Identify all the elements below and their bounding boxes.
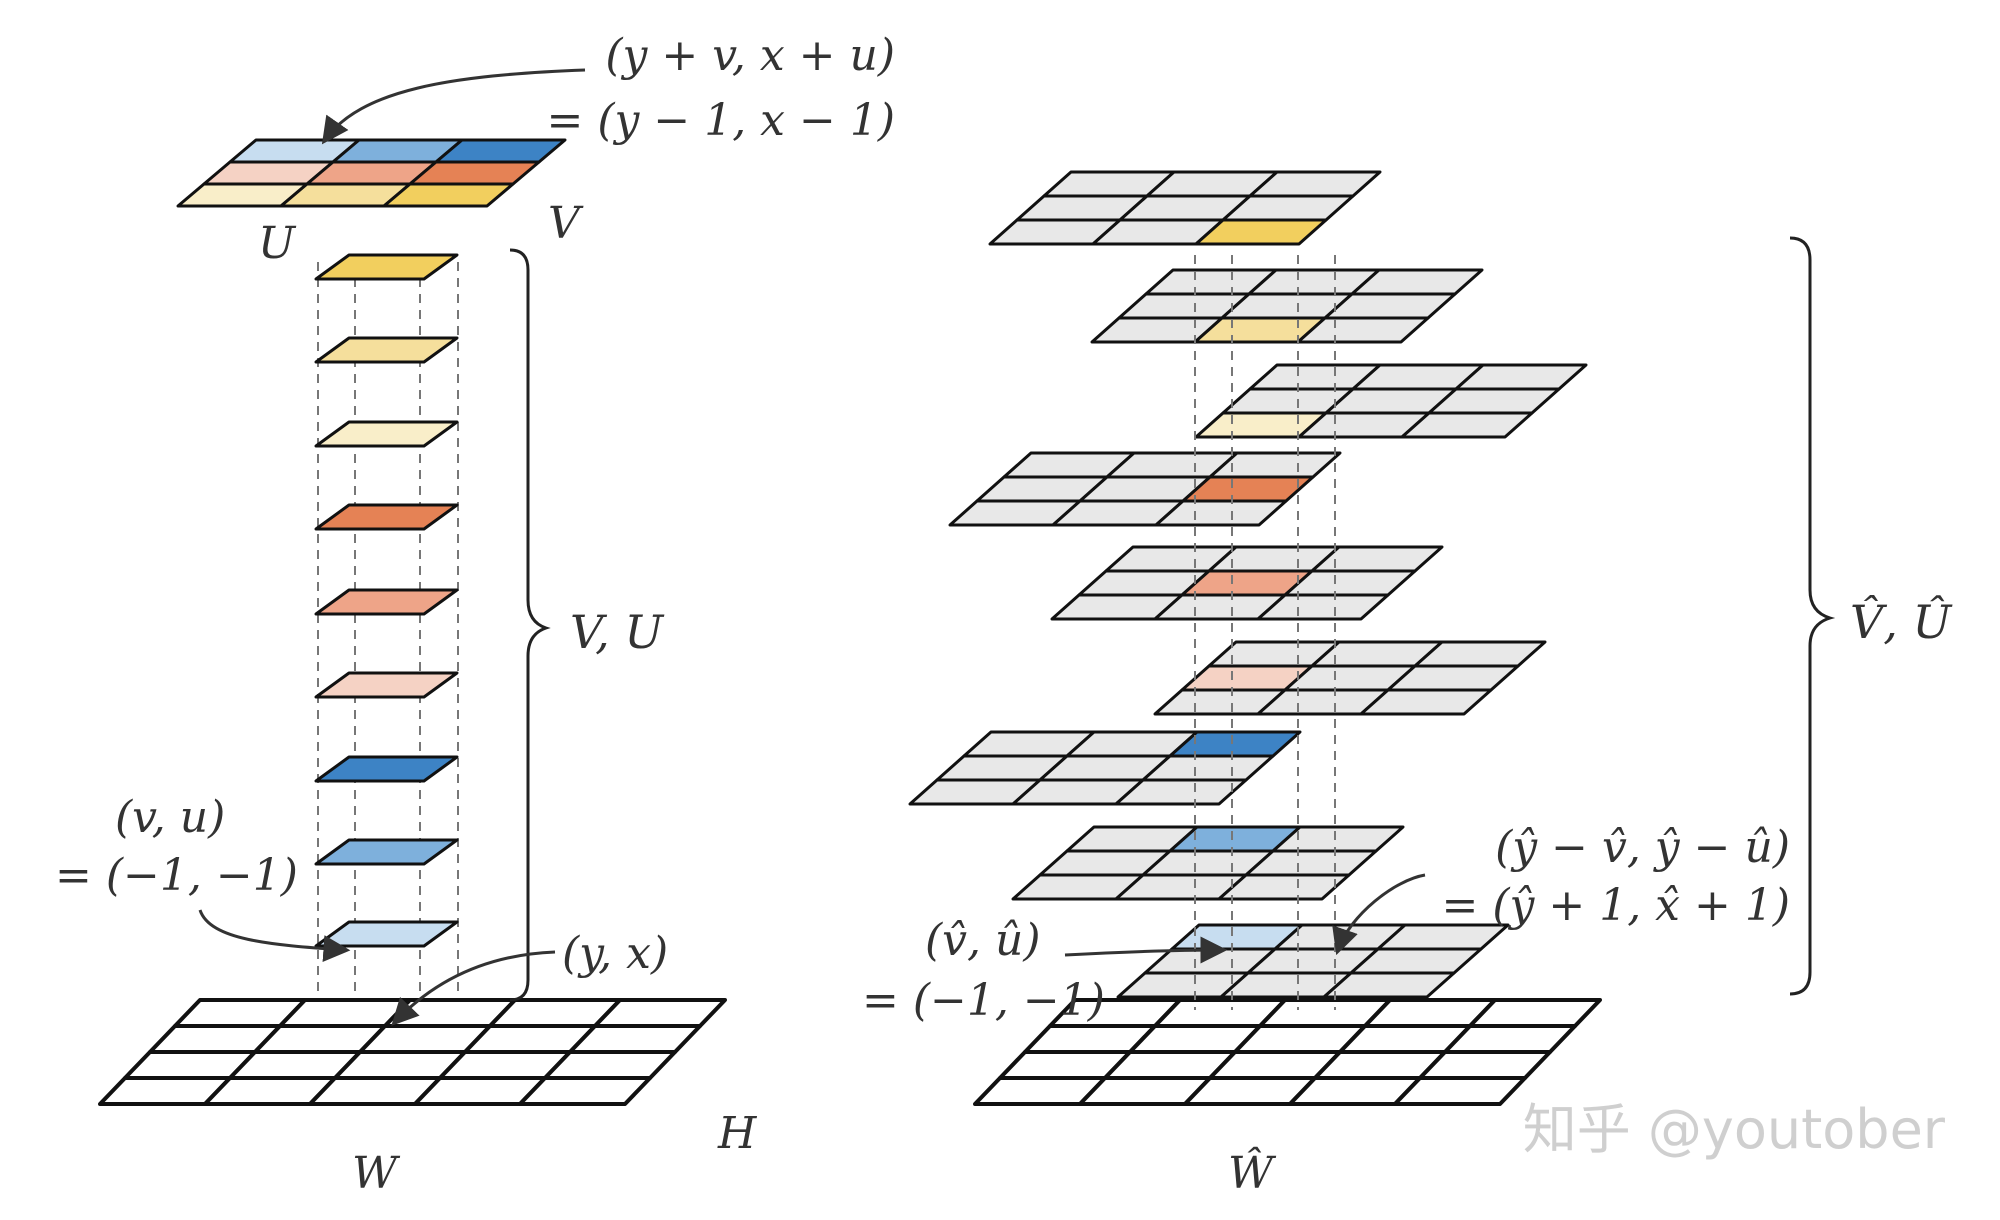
stack-cell-cell: [314, 920, 459, 948]
stack-cell-cell: [314, 420, 459, 448]
left-dashed-guides: [317, 262, 459, 1008]
kernel-grid-cell: [382, 182, 515, 208]
image-hat-grid-cell: [1418, 1050, 1552, 1080]
stack-cell-cell: [314, 503, 459, 531]
shifted-label-line2: = (ŷ + 1, x̂ + 1): [1442, 880, 1791, 931]
image-grid-cell: [568, 1024, 702, 1054]
layer-grid-cell: [1359, 688, 1493, 716]
offset-arrow: [198, 909, 351, 963]
image-grid-cell: [543, 1050, 677, 1080]
image-grid-cell: [593, 998, 727, 1028]
layer-grid-cell: [1296, 316, 1430, 344]
image-hat-grid-cell: [1443, 1024, 1577, 1054]
hat-offset-label-line2: = (−1, −1): [862, 975, 1105, 1026]
stack-cell-cell: [314, 588, 459, 616]
shifted-arrow: [1332, 873, 1426, 956]
left-brace: [509, 248, 551, 1002]
left-brace-label: V, U: [570, 605, 665, 659]
layer-grid-cell: [1114, 778, 1248, 806]
left-kernel-grid: [176, 138, 567, 208]
left-kernel-stack: [314, 253, 459, 948]
offset-label-line1: (v, u): [115, 792, 225, 843]
stack-cell-cell: [314, 838, 459, 866]
shifted-label-line1: (ŷ − v̂, ŷ − û): [1495, 822, 1790, 873]
image-w-hat-label: Ŵ: [1228, 1146, 1277, 1199]
image-w-label: W: [352, 1148, 401, 1199]
layer-grid-cell: [1154, 499, 1288, 527]
image-h-label: H: [717, 1108, 758, 1159]
pixel-arrow: [391, 950, 556, 1026]
stack-cell-cell: [314, 755, 459, 783]
layer-grid-cell: [1194, 218, 1328, 246]
left-image-grid: [98, 998, 727, 1106]
layer-grid-cell: [1322, 971, 1456, 999]
image-grid-cell: [518, 1076, 652, 1106]
watermark: 知乎 @youtober: [1523, 1098, 1946, 1161]
layer-grid-cell: [1400, 411, 1534, 439]
offset-label-line2: = (−1, −1): [55, 850, 298, 901]
hat-offset-arrow: [1064, 936, 1228, 964]
layer-grid-cell: [1217, 873, 1351, 901]
top-offset-arrow: [321, 68, 586, 145]
top-label-line1: (y + v, x + u): [605, 30, 895, 81]
right-layer-stack: [908, 170, 1602, 1106]
hat-offset-label-line1: (v̂, û): [925, 915, 1041, 966]
right-dashed-guides: [1194, 255, 1336, 1010]
stack-cell-cell: [314, 336, 459, 364]
kernel-v-label: V: [548, 198, 584, 249]
stack-cell-cell: [314, 253, 459, 281]
image-hat-grid-cell: [1393, 1076, 1527, 1106]
layer-grid-cell: [1256, 593, 1390, 621]
right-panel: V̂, Û (ŷ − v̂, ŷ − û) = (ŷ + 1, x̂ + 1) …: [862, 170, 1953, 1199]
kernel-u-label: U: [258, 218, 297, 269]
image-hat-grid-cell: [1468, 998, 1602, 1028]
right-brace-label: V̂, Û: [1850, 594, 1953, 649]
right-brace: [1789, 236, 1836, 996]
pixel-label: (y, x): [562, 928, 668, 979]
top-label-line2: = (y − 1, x − 1): [547, 95, 896, 146]
left-panel: (y + v, x + u) = (y − 1, x − 1) U V V, U…: [55, 30, 895, 1199]
stack-cell-cell: [314, 671, 459, 699]
